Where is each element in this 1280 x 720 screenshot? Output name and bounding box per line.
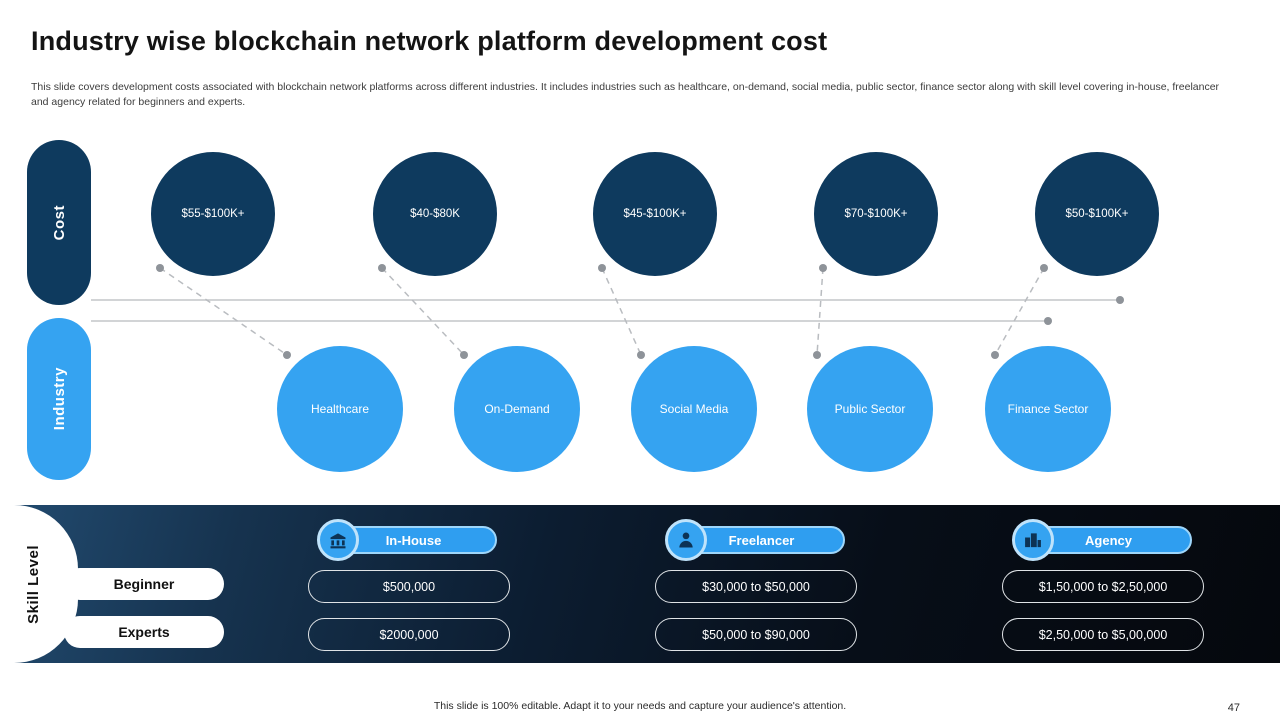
value-inhouse-beginner: $500,000	[308, 570, 510, 603]
cost-bubble-socialmedia: $45-$100K+	[593, 152, 717, 276]
cost-value: $55-$100K+	[181, 208, 245, 220]
row-label-beginner: Beginner	[64, 568, 224, 600]
cost-value: $40-$80K	[410, 208, 460, 220]
column-header-text: In-House	[385, 532, 442, 548]
cost-axis-label: Cost	[27, 140, 91, 305]
industry-value: Social Media	[659, 402, 729, 416]
cost-value: $45-$100K+	[623, 208, 687, 220]
cost-axis-text: Cost	[50, 204, 68, 241]
industry-bubble-socialmedia: Social Media	[631, 346, 757, 472]
column-header-text: Freelancer	[728, 532, 795, 548]
industry-value: Finance Sector	[1007, 402, 1089, 416]
industry-bubble-ondemand: On-Demand	[454, 346, 580, 472]
cost-value: $50-$100K+	[1065, 208, 1129, 220]
freelancer-icon	[665, 519, 707, 561]
industry-axis-text: Industry	[50, 367, 68, 431]
value-freelancer-experts: $50,000 to $90,000	[655, 618, 857, 651]
freelancer-icon-glyph	[679, 532, 693, 548]
skill-level-text: Skill Level	[24, 544, 42, 624]
value-agency-beginner: $1,50,000 to $2,50,000	[1002, 570, 1204, 603]
page-subtitle: This slide covers development costs asso…	[31, 81, 1220, 108]
agency-icon	[1012, 519, 1054, 561]
agency-icon-glyph	[1025, 533, 1041, 548]
cost-bubble-publicsector: $70-$100K+	[814, 152, 938, 276]
industry-value: Healthcare	[310, 402, 370, 416]
row-label-text: Experts	[118, 624, 170, 640]
skill-level-label: Skill Level	[12, 505, 54, 663]
cost-bubble-financesector: $50-$100K+	[1035, 152, 1159, 276]
row-label-text: Beginner	[113, 576, 175, 592]
industry-axis-label: Industry	[27, 318, 91, 480]
row-label-experts: Experts	[64, 616, 224, 648]
industry-value: Public Sector	[834, 402, 906, 416]
building-icon	[317, 519, 359, 561]
page-number: 47	[1227, 702, 1240, 714]
page-title: Industry wise blockchain network platfor…	[31, 26, 828, 56]
cost-bubble-healthcare: $55-$100K+	[151, 152, 275, 276]
cost-value: $70-$100K+	[844, 208, 908, 220]
industry-value: On-Demand	[484, 402, 550, 416]
column-header-text: Agency	[1085, 532, 1132, 548]
value-inhouse-experts: $2000,000	[308, 618, 510, 651]
value-agency-experts: $2,50,000 to $5,00,000	[1002, 618, 1204, 651]
building-icon-glyph	[330, 533, 346, 549]
value-freelancer-beginner: $30,000 to $50,000	[655, 570, 857, 603]
industry-bubble-financesector: Finance Sector	[985, 346, 1111, 472]
industry-bubble-healthcare: Healthcare	[277, 346, 403, 472]
cost-bubble-ondemand: $40-$80K	[373, 152, 497, 276]
footer-note: This slide is 100% editable. Adapt it to…	[433, 700, 847, 712]
industry-bubble-publicsector: Public Sector	[807, 346, 933, 472]
